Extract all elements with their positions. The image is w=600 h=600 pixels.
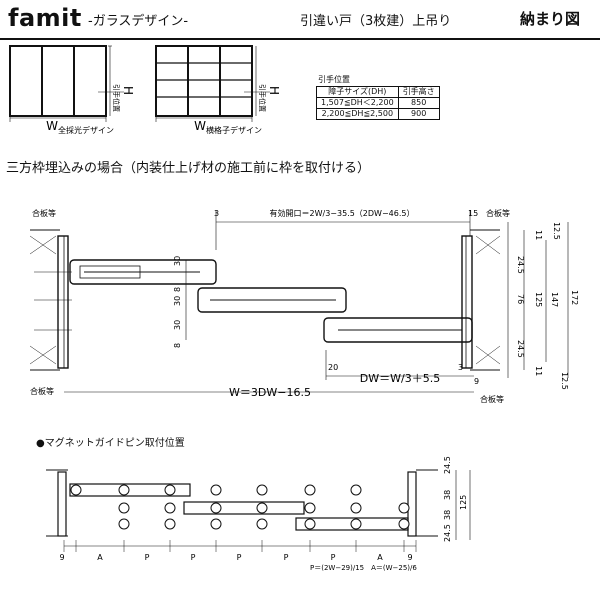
magnet-right-4: 24.5 bbox=[443, 524, 452, 542]
magnet-right-0: 24.5 bbox=[443, 456, 452, 474]
thumb-1-pull-label: 引手位置 bbox=[112, 84, 121, 112]
plan-top-dim-right: 15 bbox=[468, 209, 478, 218]
pull-table-cell: 2,200≦DH≦2,500 bbox=[316, 108, 399, 120]
plan-left-label-bottom: 合板等 bbox=[30, 386, 54, 396]
pull-table-title: 引手位置 bbox=[318, 75, 350, 84]
plan-right-dim-2: 24.5 bbox=[516, 256, 525, 274]
plan-left-dim-3: 30 bbox=[173, 320, 182, 330]
plan-left-dim-0: 30 bbox=[173, 256, 182, 266]
door-type: 引違い戸（3枚建）上吊り bbox=[300, 14, 452, 29]
plan-bottom-dim-9: 9 bbox=[474, 377, 479, 386]
table-row: 2,200≦DH≦2,500 900 bbox=[316, 108, 440, 120]
magnet-bottom-4: P bbox=[237, 553, 242, 562]
magnet-bottom-2: P bbox=[145, 553, 150, 562]
magnet-section-title: ●マグネットガイドピン取付位置 bbox=[36, 438, 185, 449]
plan-right-dim-8: 11 bbox=[534, 366, 543, 376]
plan-dimension-lines bbox=[64, 210, 569, 393]
magnet-bottom-5: P bbox=[284, 553, 289, 562]
door-panel-2 bbox=[197, 287, 347, 313]
plan-bottom-dim-20: 20 bbox=[328, 363, 338, 372]
magnet-bottom-1: A bbox=[97, 553, 103, 562]
plan-right-dim-7: 24.5 bbox=[516, 340, 525, 358]
section-title: 三方枠埋込みの場合（内装仕上げ材の施工前に枠を取付ける） bbox=[6, 161, 371, 176]
header: famit -ガラスデザイン- 引違い戸（3枚建）上吊り 納まり図 bbox=[0, 0, 600, 40]
plan-top-dim-opening: 有効開口＝2W/3−35.5（2DW−46.5） bbox=[270, 208, 415, 218]
thumbnail-full-glass bbox=[9, 45, 124, 122]
plan-bottom-dim-3: 3 bbox=[458, 363, 463, 372]
magnet-bottom-8: 9 bbox=[407, 553, 412, 562]
plan-right-wall bbox=[461, 229, 501, 371]
plan-left-dim-4: 8 bbox=[173, 343, 182, 348]
plan-left-label-top: 合板等 bbox=[32, 208, 56, 218]
series-name: -ガラスデザイン- bbox=[88, 14, 189, 29]
thumb-1-height-label: H bbox=[121, 86, 135, 95]
plan-bottom-w: W＝3DW−16.5 bbox=[229, 386, 311, 399]
header-rule bbox=[0, 38, 600, 40]
plan-left-dim-1: 8 bbox=[173, 287, 182, 292]
plan-right-dim-4: 125 bbox=[534, 292, 543, 307]
magnet-right-1: 38 bbox=[443, 490, 452, 500]
plan-right-dim-3: 76 bbox=[516, 294, 525, 304]
magnet-pins bbox=[70, 484, 410, 530]
magnet-right-2: 38 bbox=[443, 510, 452, 520]
thumbnail-lattice bbox=[155, 45, 270, 122]
plan-right-label-bottom: 合板等 bbox=[480, 394, 504, 404]
magnet-bottom-0: 9 bbox=[59, 553, 64, 562]
magnet-formula: P＝(2W−29)/15 A＝(W−25)/6 bbox=[310, 564, 417, 572]
drawing-name: 納まり図 bbox=[520, 10, 581, 28]
door-panel-3 bbox=[323, 317, 473, 343]
door-panel-1 bbox=[69, 259, 217, 285]
thumb-2-caption: 横格子デザイン bbox=[206, 125, 262, 135]
pull-table-header-height: 引手高さ bbox=[397, 86, 440, 98]
brand-logo: famit bbox=[8, 4, 82, 32]
thumb-2-pull-label: 引手位置 bbox=[258, 84, 267, 112]
pull-table-header-size: 障子サイズ(DH) bbox=[316, 86, 399, 98]
pull-table-cell: 1,507≦DH＜2,200 bbox=[316, 97, 399, 109]
magnet-bottom-6: P bbox=[331, 553, 336, 562]
plan-right-dim-1: 11 bbox=[534, 230, 543, 240]
magnet-right-3: 125 bbox=[459, 495, 468, 510]
plan-right-dim-6: 172 bbox=[570, 290, 579, 305]
thumb-1-caption: 全採光デザイン bbox=[58, 125, 114, 135]
magnet-tick-lines bbox=[63, 540, 417, 552]
plan-right-dim-9: 12.5 bbox=[560, 372, 569, 390]
plan-left-wall bbox=[29, 229, 72, 371]
plan-left-dim-2: 30 bbox=[173, 296, 182, 306]
plan-right-dim-0: 12.5 bbox=[552, 222, 561, 240]
plan-right-label-top: 合板等 bbox=[486, 208, 510, 218]
plan-right-dim-5: 147 bbox=[550, 292, 559, 307]
magnet-section-drawing bbox=[46, 469, 471, 547]
pull-position-table: 障子サイズ(DH) 引手高さ 1,507≦DH＜2,200 850 2,200≦… bbox=[316, 86, 440, 120]
plan-bottom-dw: DW＝W/3＋5.5 bbox=[360, 372, 440, 385]
magnet-bottom-7: A bbox=[377, 553, 383, 562]
table-row: 1,507≦DH＜2,200 850 bbox=[316, 97, 440, 109]
thumb-2-width-label: W bbox=[194, 119, 206, 133]
thumb-2-height-label: H bbox=[267, 86, 281, 95]
pull-table-cell: 850 bbox=[397, 97, 440, 109]
magnet-bottom-3: P bbox=[191, 553, 196, 562]
pull-table-header-row: 障子サイズ(DH) 引手高さ bbox=[316, 86, 440, 98]
pull-table-cell: 900 bbox=[397, 108, 440, 120]
thumb-1-width-label: W bbox=[46, 119, 58, 133]
plan-top-dim-left: 3 bbox=[214, 209, 219, 218]
